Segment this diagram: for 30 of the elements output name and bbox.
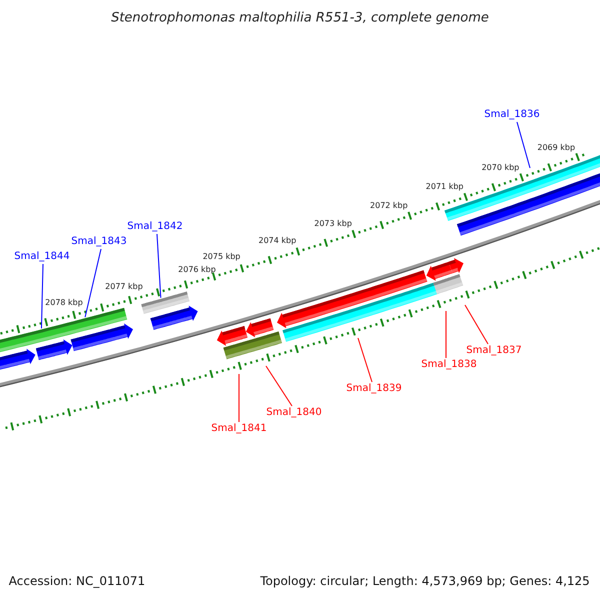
scale-label: 2078 kbp bbox=[45, 299, 83, 307]
gene-label: Smal_1842 bbox=[127, 222, 183, 232]
title: Stenotrophomonas maltophilia R551-3, complete genome bbox=[111, 12, 489, 24]
leader-line bbox=[516, 122, 530, 168]
gene-label: Smal_1843 bbox=[71, 237, 127, 247]
scale-label: 2069 kbp bbox=[537, 144, 576, 152]
leader-line bbox=[156, 234, 162, 298]
gene-label: Smal_1844 bbox=[14, 252, 70, 262]
leader-line bbox=[464, 304, 488, 344]
genome-info-text: Topology: circular; Length: 4,573,969 bp; Genes: 4,125 bbox=[260, 575, 590, 587]
gene-label: Smal_1836 bbox=[484, 110, 540, 120]
gene-label: Smal_1841 bbox=[211, 424, 267, 434]
leader-line bbox=[84, 248, 102, 318]
scale-label: 2075 kbp bbox=[202, 253, 240, 262]
gene-label: Smal_1839 bbox=[346, 384, 402, 394]
scale-label: 2076 kbp bbox=[178, 266, 216, 274]
gene-label: Smal_1838 bbox=[421, 360, 477, 370]
leader-line bbox=[266, 366, 292, 406]
accession-text: Accession: NC_011071 bbox=[8, 575, 146, 587]
gene-label: Smal_1840 bbox=[266, 408, 322, 418]
leader-line bbox=[358, 338, 372, 382]
gene-label: Smal_1837 bbox=[466, 346, 522, 356]
leader-line bbox=[40, 264, 44, 329]
scale-label: 2072 kbp bbox=[370, 202, 408, 210]
leader-line bbox=[238, 374, 240, 422]
scale-label: 2074 kbp bbox=[258, 236, 296, 245]
scale-label: 2077 kbp bbox=[105, 283, 143, 291]
scale-label: 2071 kbp bbox=[426, 183, 464, 192]
scale-label: 2073 kbp bbox=[314, 220, 352, 228]
scale-label: 2070 kbp bbox=[482, 164, 520, 172]
